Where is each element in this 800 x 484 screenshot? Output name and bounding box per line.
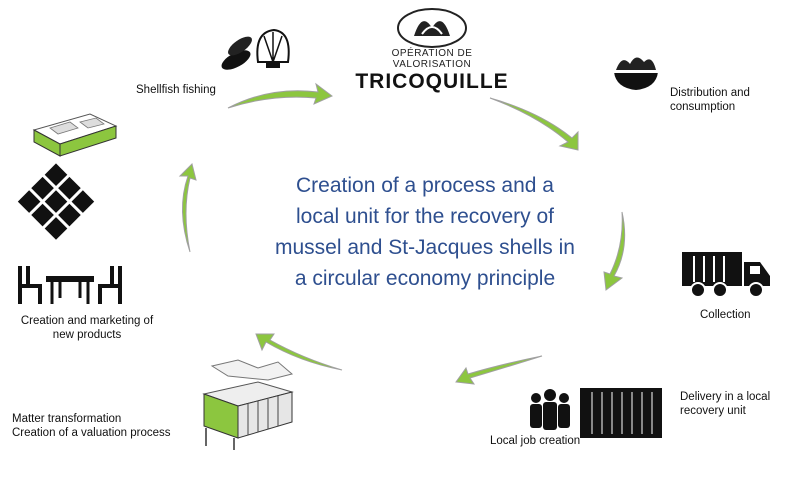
step-matter-transformation	[198, 358, 298, 452]
step-collection	[680, 248, 772, 300]
food-bowl-icon	[614, 57, 658, 90]
arrow-logo-to-distribution	[489, 97, 579, 151]
furniture-icon	[18, 266, 122, 304]
arrow-distribution-to-collection	[603, 211, 626, 291]
logo-line2: TRICOQUILLE	[355, 70, 509, 93]
paving-icon-wrap	[10, 160, 102, 246]
step-distribution	[610, 48, 662, 94]
arrow-factory-to-products	[255, 333, 343, 371]
step-delivery	[578, 386, 664, 440]
arrow-products-to-fishing	[178, 163, 197, 253]
factory-icon	[202, 359, 294, 450]
label-job-creation: Local job creation	[490, 435, 581, 447]
label-shellfish-fishing: Shellfish fishing	[136, 84, 216, 96]
paving-icon	[17, 163, 95, 240]
label-delivery: Delivery in a local recovery unit	[680, 391, 771, 417]
arrow-fishing-to-logo	[227, 82, 333, 109]
garbage-truck-icon	[682, 252, 770, 298]
furniture-icon-wrap	[16, 262, 124, 306]
people-icon	[530, 389, 570, 430]
logo-line1: OPÉRATION DE VALORISATION	[391, 48, 473, 70]
step-job-creation	[524, 388, 576, 434]
label-new-products: Creation and marketing of new products	[20, 315, 154, 341]
label-collection: Collection	[700, 309, 751, 321]
container-icon	[580, 388, 662, 438]
step-shellfish-fishing	[214, 22, 294, 80]
label-matter-transformation: Matter transformation Creation of a valu…	[12, 413, 171, 439]
arrow-collection-to-delivery	[455, 355, 543, 385]
shell-material-icon	[32, 113, 118, 157]
center-statement: Creation of a process and a local unit f…	[275, 174, 575, 290]
logo-mark-icon	[397, 8, 467, 48]
step-new-products	[30, 110, 120, 160]
label-distribution: Distribution and consumption	[670, 87, 750, 113]
tricoquille-logo: OPÉRATION DE VALORISATION TRICOQUILLE	[352, 6, 512, 94]
shellfish-icon	[221, 28, 290, 70]
